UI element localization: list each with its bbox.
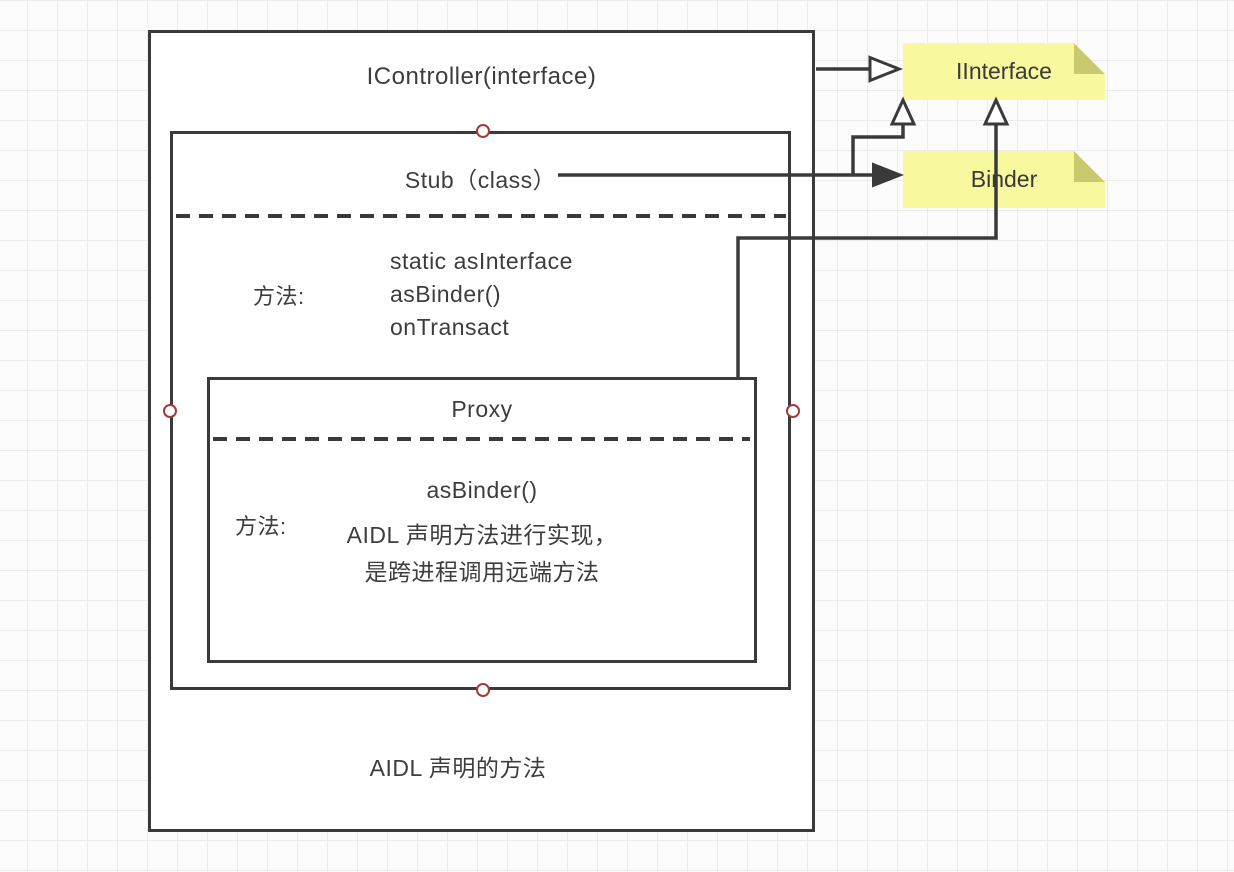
- note-iinterface[interactable]: IInterface: [903, 43, 1105, 100]
- stub-method-asinterface: static asInterface: [390, 248, 573, 274]
- stub-divider: [176, 214, 786, 218]
- stub-methods-label: 方法:: [253, 284, 305, 309]
- note-binder[interactable]: Binder: [903, 151, 1105, 208]
- stub-method-ontransact: onTransact: [390, 314, 510, 340]
- stub-title: Stub（class）: [404, 167, 557, 193]
- note-fold-corner-icon: [1074, 43, 1105, 74]
- arrowhead-hollow-right-icon: [868, 55, 904, 83]
- connection-handle-left[interactable]: [163, 404, 177, 418]
- connector-stub-to-iinterface[interactable]: [851, 124, 905, 175]
- connection-handle-right[interactable]: [786, 404, 800, 418]
- arrowhead-hollow-up-icon: [982, 96, 1010, 126]
- proxy-methods-label: 方法:: [235, 514, 287, 539]
- connection-handle-bottom[interactable]: [476, 683, 490, 697]
- proxy-title: Proxy: [451, 396, 513, 422]
- proxy-description-line1: AIDL 声明方法进行实现，: [346, 522, 618, 548]
- connection-handle-top[interactable]: [476, 124, 490, 138]
- stub-method-asbinder: asBinder(): [390, 281, 502, 307]
- icontroller-title: IController(interface): [366, 63, 597, 90]
- proxy-divider: [213, 437, 750, 441]
- arrowhead-hollow-up-icon: [889, 96, 917, 126]
- aidl-methods-label: AIDL 声明的方法: [369, 755, 547, 781]
- proxy-description-line2: 是跨进程调用远端方法: [364, 559, 600, 585]
- arrowhead-filled-right-icon: [872, 162, 904, 188]
- proxy-method-asbinder: asBinder(): [426, 477, 538, 503]
- note-fold-corner-icon: [1074, 151, 1105, 182]
- note-iinterface-label: IInterface: [956, 58, 1052, 84]
- proxy-box[interactable]: [207, 377, 757, 663]
- stub-methods-list: static asInterface asBinder() onTransact: [390, 245, 573, 344]
- proxy-description: AIDL 声明方法进行实现， 是跨进程调用远端方法: [207, 517, 757, 591]
